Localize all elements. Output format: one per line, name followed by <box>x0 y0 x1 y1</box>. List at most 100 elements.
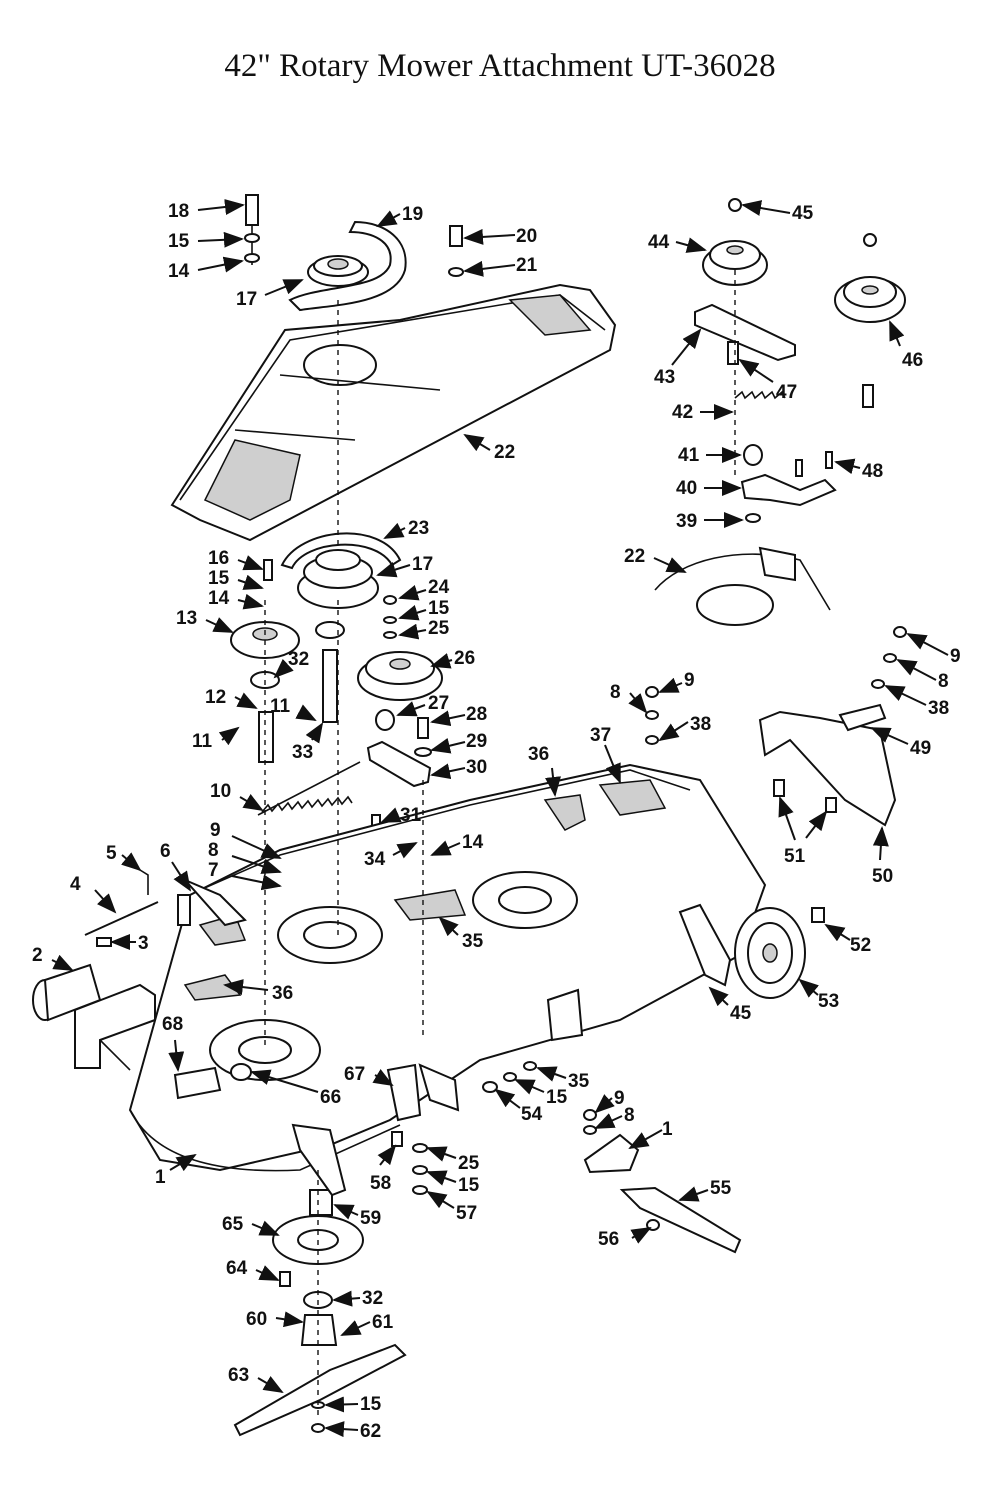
callout-label: 45 <box>730 1003 752 1024</box>
spindle-assembly <box>233 1123 407 1437</box>
callout-label: 36 <box>272 983 293 1004</box>
callout-label: 53 <box>818 991 839 1012</box>
callout-label: 66 <box>320 1087 341 1108</box>
callout-label: 26 <box>454 648 475 669</box>
callout-label: 31 <box>400 805 422 826</box>
callout-label: 29 <box>466 731 487 752</box>
mower-deck <box>74 763 767 1172</box>
callout-label: 22 <box>494 442 515 463</box>
belt-cover <box>170 283 617 542</box>
callout-label: 44 <box>648 232 670 253</box>
centre-lines <box>264 270 736 1420</box>
callout-label: 7 <box>208 860 219 881</box>
callout-label: 15 <box>360 1394 382 1415</box>
callout-labels: 18 15 14 17 19 20 21 22 23 16 15 14 13 3… <box>32 199 961 1442</box>
callout-label: 14 <box>168 261 190 282</box>
callout-label: 36 <box>528 744 549 765</box>
callout-label: 58 <box>370 1173 391 1194</box>
callout-label: 9 <box>210 820 221 841</box>
callout-label: 2 <box>32 945 43 966</box>
callout-label: 45 <box>792 203 814 224</box>
callout-label: 18 <box>168 201 189 222</box>
callout-label: 43 <box>654 367 675 388</box>
callout-label: 17 <box>412 554 433 575</box>
callout-label: 27 <box>428 693 449 714</box>
callout-label: 25 <box>458 1153 480 1174</box>
callout-label: 1 <box>155 1167 166 1188</box>
callout-label: 14 <box>208 588 230 609</box>
callout-label: 50 <box>872 866 893 887</box>
callout-label: 42 <box>672 402 693 423</box>
callout-label: 30 <box>466 757 487 778</box>
callout-label: 11 <box>270 696 291 717</box>
callout-label: 9 <box>950 646 961 667</box>
callout-label: 16 <box>208 548 229 569</box>
callout-label: 68 <box>162 1014 183 1035</box>
callout-label: 64 <box>226 1258 248 1279</box>
callout-label: 21 <box>516 255 538 276</box>
callout-label: 55 <box>710 1178 732 1199</box>
callout-label: 47 <box>776 382 797 403</box>
diagram-title: 42" Rotary Mower Attachment UT-36028 <box>224 48 776 84</box>
callout-label: 63 <box>228 1365 249 1386</box>
callout-label: 65 <box>222 1214 244 1235</box>
callout-label: 14 <box>462 832 484 853</box>
callout-label: 9 <box>614 1088 625 1109</box>
callout-label: 8 <box>610 682 621 703</box>
callout-label: 41 <box>678 445 700 466</box>
callout-label: 15 <box>428 598 450 619</box>
callout-label: 17 <box>236 289 257 310</box>
upper-idler-pulley <box>244 194 464 312</box>
callout-label: 32 <box>362 1288 383 1309</box>
callout-label: 48 <box>862 461 883 482</box>
gauge-wheel <box>678 903 825 999</box>
callout-label: 34 <box>364 849 386 870</box>
callout-label: 8 <box>938 671 949 692</box>
callout-label: 46 <box>902 350 923 371</box>
callout-label: 38 <box>690 714 711 735</box>
discharge-bracket <box>645 626 907 827</box>
callout-label: 9 <box>684 670 695 691</box>
callout-label: 24 <box>428 577 450 598</box>
callout-label: 33 <box>292 742 313 763</box>
callout-label: 4 <box>70 874 81 895</box>
callout-label: 15 <box>168 231 190 252</box>
callout-label: 20 <box>516 226 537 247</box>
callout-label: 19 <box>402 204 423 225</box>
callout-label: 49 <box>910 738 931 759</box>
callout-label: 8 <box>208 840 219 861</box>
callout-label: 37 <box>590 725 611 746</box>
callout-label: 3 <box>138 933 149 954</box>
callout-label: 32 <box>288 649 309 670</box>
callout-label: 13 <box>176 608 197 629</box>
callout-label: 56 <box>598 1229 619 1250</box>
callout-label: 57 <box>456 1203 477 1224</box>
callout-label: 15 <box>458 1175 480 1196</box>
callout-label: 1 <box>662 1119 673 1140</box>
callout-label: 40 <box>676 478 697 499</box>
callout-label: 15 <box>546 1087 568 1108</box>
callout-label: 51 <box>784 846 806 867</box>
callout-label: 35 <box>462 931 484 952</box>
callout-label: 61 <box>372 1312 394 1333</box>
callout-label: 12 <box>205 687 226 708</box>
callout-label: 6 <box>160 841 171 862</box>
lower-right-parts <box>230 988 742 1254</box>
mid-pulley-group <box>230 532 443 763</box>
callout-label: 8 <box>624 1105 635 1126</box>
callout-label: 28 <box>466 704 487 725</box>
callout-label: 60 <box>246 1309 267 1330</box>
callout-label: 67 <box>344 1064 365 1085</box>
callout-label: 15 <box>208 568 230 589</box>
callout-label: 35 <box>568 1071 590 1092</box>
callout-label: 23 <box>408 518 429 539</box>
callout-label: 39 <box>676 511 697 532</box>
callout-label: 62 <box>360 1421 381 1442</box>
callout-label: 10 <box>210 781 231 802</box>
callout-label: 59 <box>360 1208 381 1229</box>
callout-label: 5 <box>106 843 117 864</box>
callout-label: 54 <box>521 1104 543 1125</box>
callout-label: 38 <box>928 698 949 719</box>
upper-right-idler <box>654 198 906 626</box>
